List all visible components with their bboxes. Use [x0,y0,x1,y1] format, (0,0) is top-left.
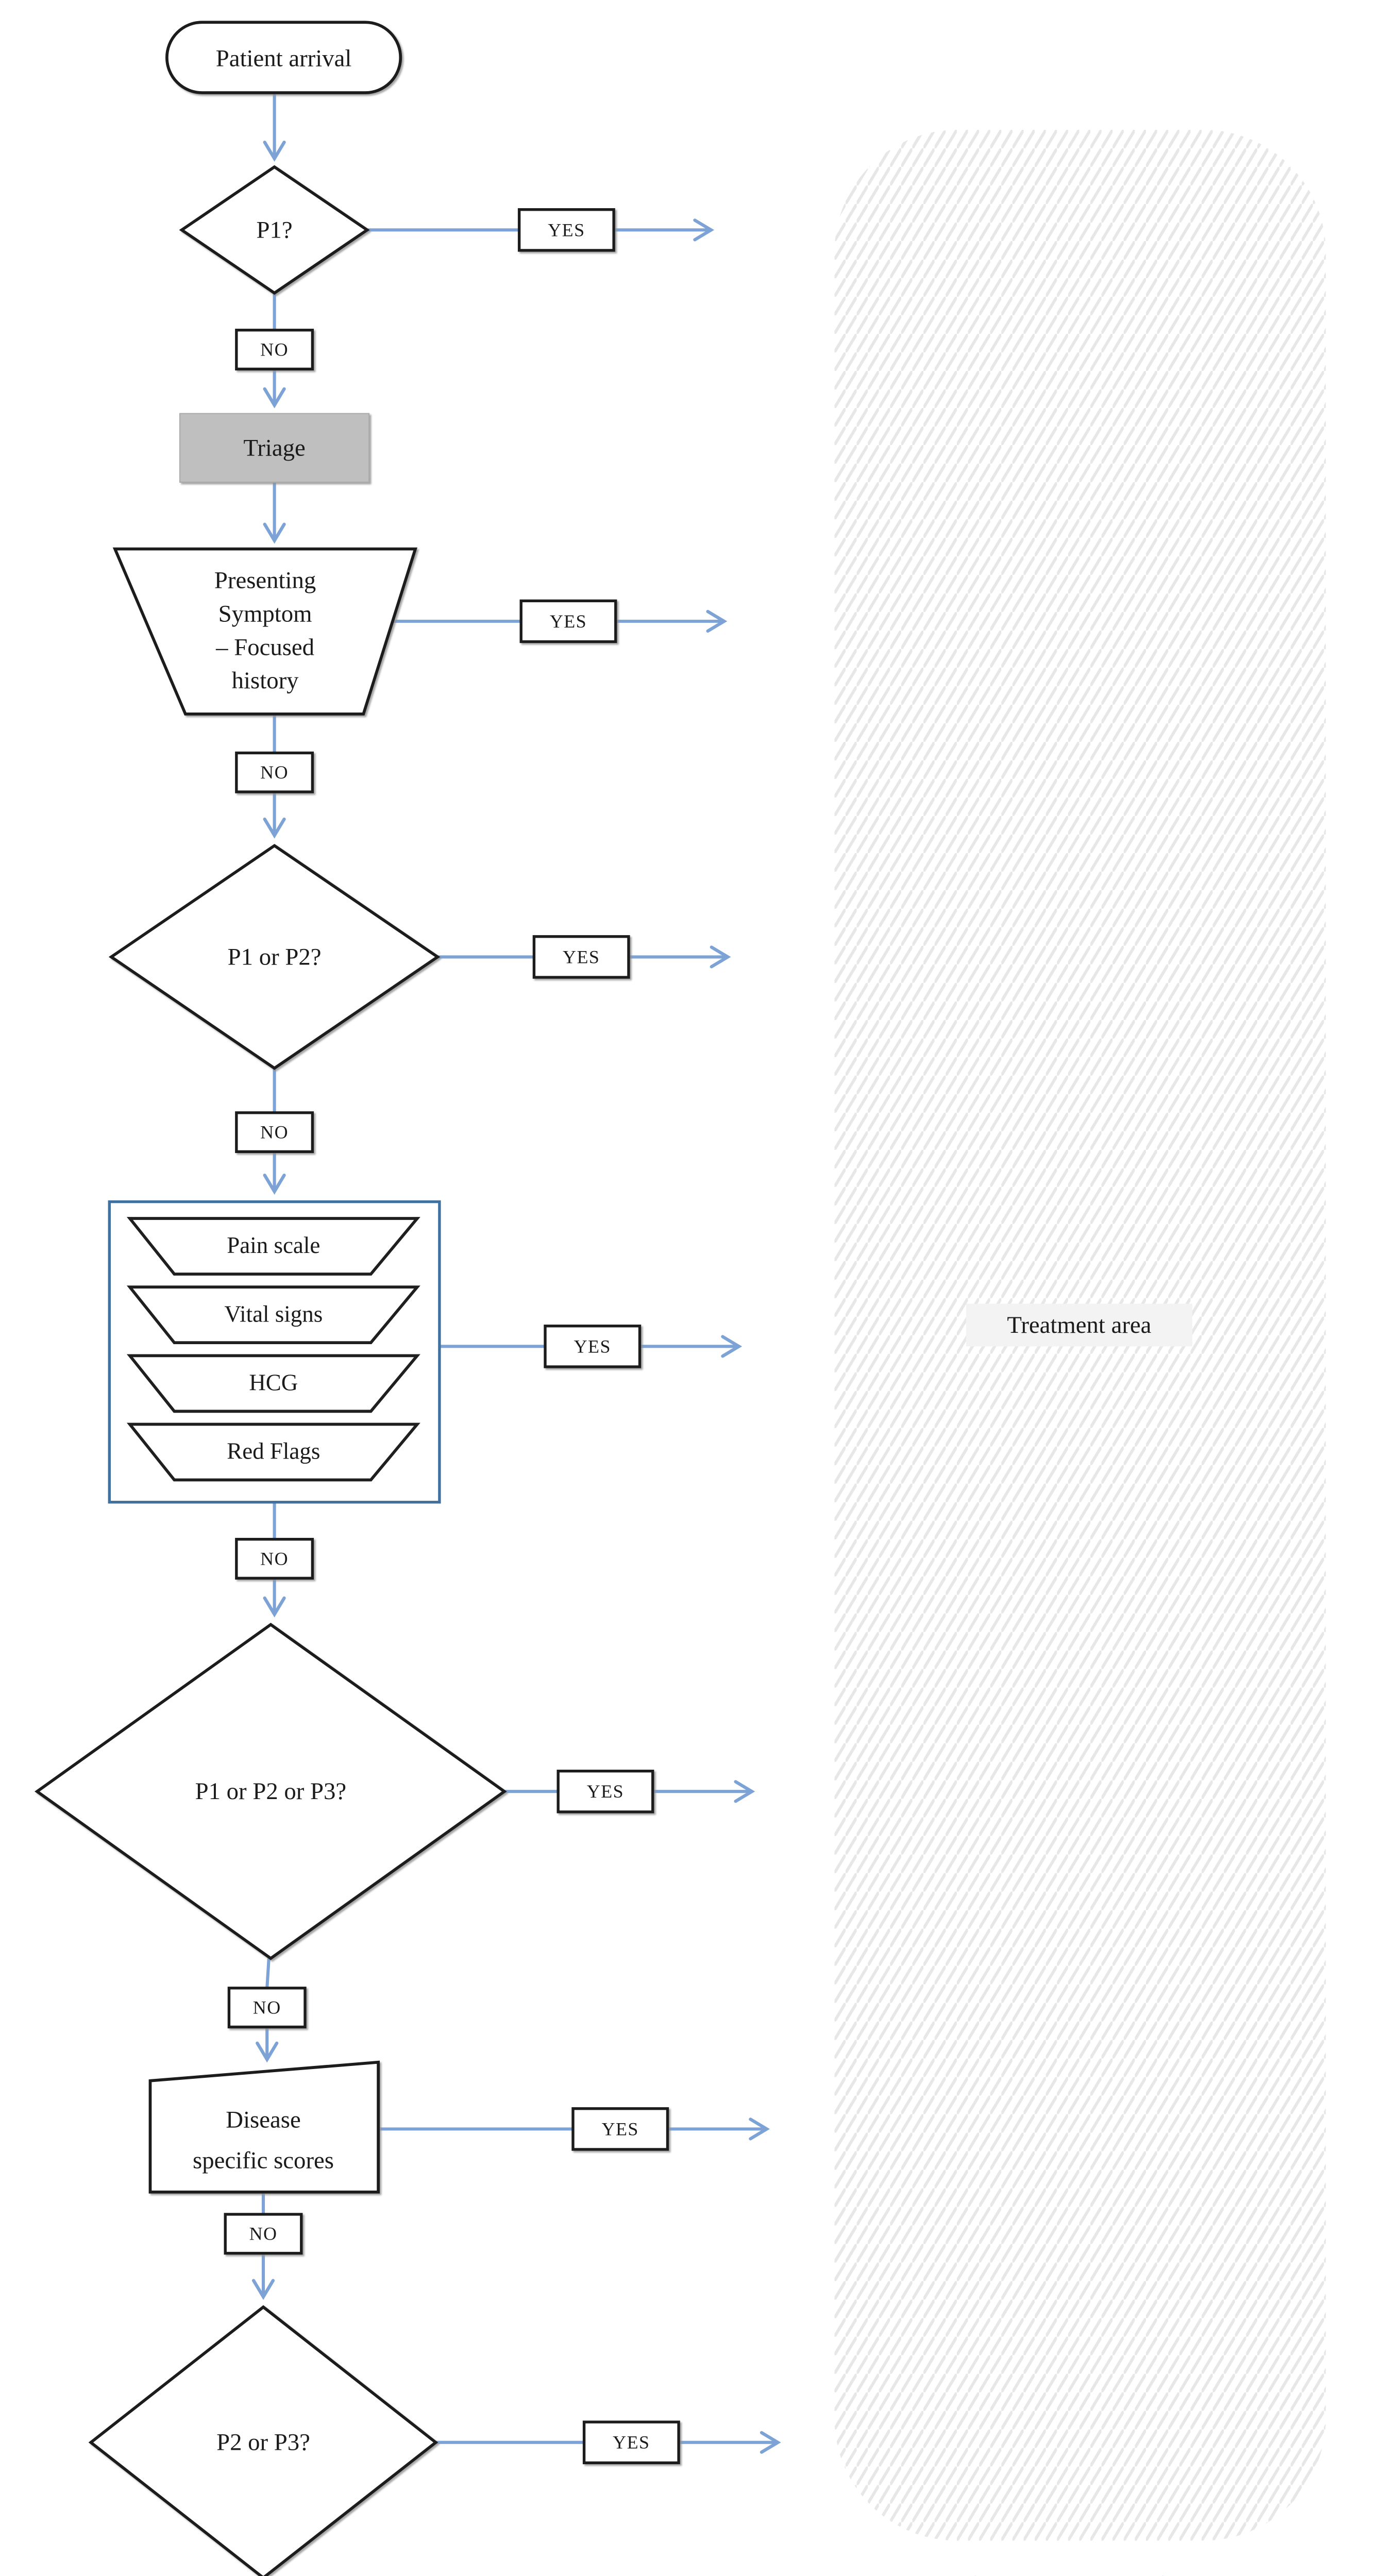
yes-badge-5-label: YES [587,1781,624,1802]
decision-p2p3: P2 or P3? [88,2305,438,2576]
yes-badge-4: YES [544,1325,642,1368]
no-badge-1: NO [235,329,314,371]
no-badge-2-box [235,751,314,793]
yes-badge-3-box [532,935,630,979]
assessment-item-hcg [126,1354,420,1413]
yes-badge-6-box [571,2107,669,2151]
yes-badge-2-box [519,599,617,643]
assessment-item-hcg-label: HCG [249,1370,298,1396]
assessment-item-vital-signs-label: Vital signs [224,1301,323,1327]
no-badge-3-label: NO [260,1122,289,1143]
yes-badge-2-label: YES [550,611,587,632]
history-label-line3: – Focused [215,634,314,660]
no-badge-2-label: NO [260,762,289,783]
decision-p1p2-label: P1 or P2? [228,943,322,970]
history-label-line2: Symptom [218,600,312,627]
history-trapezoid [112,547,418,716]
connectors [251,92,1174,2576]
process-scores: Disease specific scores [148,2060,380,2194]
triage-label: Triage [243,434,305,461]
no-badge-4: NO [235,1537,314,1580]
yes-badge-3: YES [532,935,630,979]
decision-p1-label: P1? [257,216,293,243]
no-badge-1-label: NO [260,340,289,360]
decision-p1: P1? [179,165,370,295]
no-badge-5-box [227,1987,307,2029]
no-badge-6-box [224,2213,303,2255]
treatment-area: Treatment area [834,129,1326,2541]
no-badge-4-label: NO [260,1548,289,1569]
decision-p1p2-shape [108,843,441,1070]
decision-p1p2: P1 or P2? [108,843,441,1070]
no-badge-6: NO [224,2213,303,2255]
yes-badge-5: YES [556,1769,654,1814]
decision-p1-shape [179,165,370,295]
no-badge-2: NO [235,751,314,793]
no-badge-3: NO [235,1111,314,1154]
connector-p1p2p3-to-no5 [265,1958,271,1988]
yes-badge-7: YES [582,2420,680,2465]
assessment-item-red-flags [126,1422,420,1482]
no-badge-5-label: NO [253,1997,281,2018]
start-node: Patient arrival [165,21,402,94]
treatment-area-label: Treatment area [1007,1312,1151,1338]
decision-p2p3-shape [88,2305,438,2576]
scores-label-line1: Disease [226,2106,300,2133]
yes-badge-5-box [556,1769,654,1814]
start-terminator [165,21,402,94]
treatment-area-label-bg [966,1303,1192,1347]
no-badge-4-box [235,1537,314,1580]
decision-p2p3-label: P2 or P3? [216,2429,310,2456]
yes-badge-2: YES [519,599,617,643]
no-badge-6-label: NO [249,2224,278,2244]
assessment-container: Pain scale Vital signs HCG Red Flags [108,1200,441,1504]
start-label: Patient arrival [216,45,352,72]
yes-badge-1-box [517,208,615,252]
triage-box [179,413,370,483]
history-label-line1: Presenting [214,567,316,594]
yes-badge-4-box [544,1325,642,1368]
history-label-line4: history [232,667,299,694]
yes-badge-3-label: YES [563,946,600,967]
yes-badge-7-label: YES [613,2432,650,2453]
assessment-item-pain-scale [126,1217,420,1276]
yes-badge-6-label: YES [602,2119,639,2139]
yes-badge-1: YES [517,208,615,252]
decision-p1p2p3: P1 or P2 or P3? [35,1622,507,1960]
process-history: Presenting Symptom – Focused history [112,547,418,716]
yes-badge-6: YES [571,2107,669,2151]
scores-label-line2: specific scores [193,2147,334,2174]
decision-p1p2p3-label: P1 or P2 or P3? [195,1778,347,1805]
yes-badge-4-label: YES [574,1336,611,1357]
assessment-item-vital-signs [126,1285,420,1345]
no-badge-5: NO [227,1987,307,2029]
process-triage: Triage [179,413,370,483]
no-badge-3-box [235,1111,314,1154]
yes-badge-1-label: YES [548,219,585,240]
assessment-item-pain-scale-label: Pain scale [227,1232,320,1258]
scores-shape [148,2060,380,2194]
decision-p1p2p3-shape [35,1622,507,1960]
yes-badge-7-box [582,2420,680,2465]
no-badge-1-box [235,329,314,371]
assessment-item-red-flags-label: Red Flags [227,1438,320,1464]
